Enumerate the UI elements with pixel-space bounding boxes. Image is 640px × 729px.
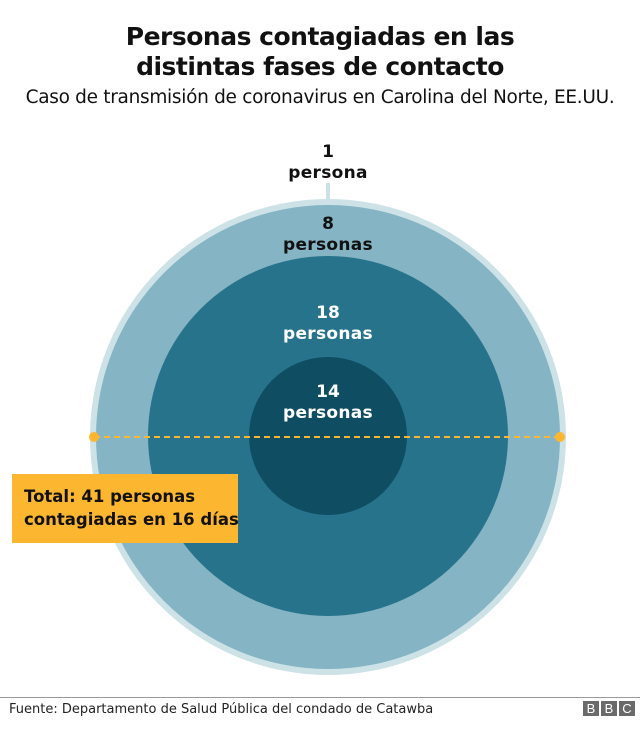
diameter-endpoint-left — [89, 432, 99, 442]
bbc-logo-block: C — [619, 701, 635, 716]
footer-divider — [0, 697, 640, 698]
title-line-1: Personas contagiadas en las — [125, 22, 515, 51]
label-phase-3: 18 personas — [283, 303, 373, 344]
page-title: Personas contagiadas en las distintas fa… — [0, 22, 640, 82]
diameter-dashed-line — [94, 436, 560, 438]
phase-1-connector-line — [326, 183, 330, 201]
bbc-logo-block: B — [583, 701, 599, 716]
label-phase-4: 14 personas — [283, 382, 373, 423]
bbc-logo-block: B — [601, 701, 617, 716]
diameter-endpoint-right — [555, 432, 565, 442]
subtitle: Caso de transmisión de coronavirus en Ca… — [25, 87, 615, 108]
callout-line-2: contagiadas en 16 días — [24, 510, 239, 529]
callout-line-1: Total: 41 personas — [24, 487, 196, 506]
source-note: Fuente: Departamento de Salud Pública de… — [9, 702, 434, 717]
title-line-2: distintas fases de contacto — [136, 52, 504, 81]
label-phase-1: 1 persona — [288, 142, 368, 183]
bbc-logo: B B C — [583, 701, 635, 716]
total-callout-box: Total: 41 personas contagiadas en 16 día… — [12, 474, 239, 543]
label-phase-2: 8 personas — [283, 214, 373, 255]
